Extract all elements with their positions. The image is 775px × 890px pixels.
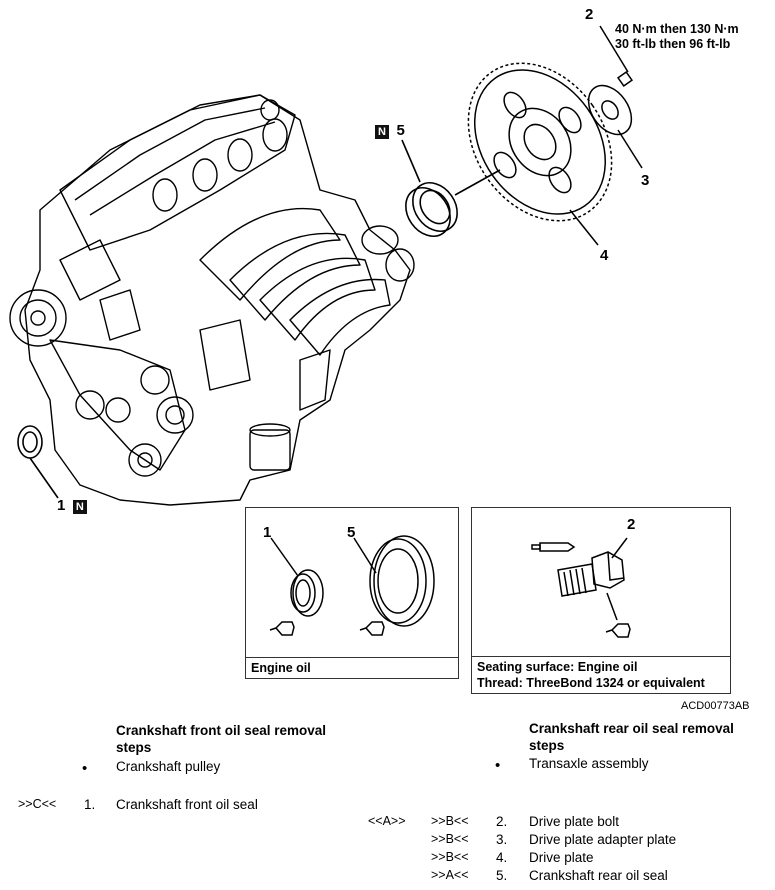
panel-left-label-1: 1 bbox=[263, 524, 272, 541]
rear-step-text: Drive plate adapter plate bbox=[529, 832, 677, 847]
seal-details bbox=[269, 535, 435, 636]
front-steps-title: Crankshaft front oil seal removal steps bbox=[116, 722, 326, 756]
rear-step-number: 2. bbox=[496, 814, 508, 829]
rear-step-text: Transaxle assembly bbox=[529, 756, 649, 771]
torque-imperial: 30 ft-lb then 96 ft-lb bbox=[615, 37, 731, 51]
detail-panel-bolt: 2 Seating surface: Engine oil Thread: Th… bbox=[471, 507, 731, 694]
rear-step-bullet: • bbox=[495, 757, 501, 774]
callout-4: 4 bbox=[600, 247, 609, 264]
front-step-text: Crankshaft pulley bbox=[116, 759, 221, 774]
rear-step-number: 5. bbox=[496, 868, 508, 883]
callout-5-group: N 5 bbox=[375, 122, 405, 140]
rear-steps-title-line1: Crankshaft rear oil seal removal bbox=[529, 721, 734, 736]
rear-step-ref-a: <<A>> bbox=[368, 814, 406, 828]
detail-panel-engine-oil: 1 5 Engine oil bbox=[245, 507, 459, 679]
rear-steps-title-line2: steps bbox=[529, 738, 565, 753]
caption-thread: Thread: ThreeBond 1324 or equivalent bbox=[477, 676, 705, 690]
callout-3: 3 bbox=[641, 172, 650, 189]
front-step-number: 1. bbox=[84, 797, 96, 812]
front-step-text: Crankshaft front oil seal bbox=[116, 797, 258, 812]
rear-step-ref-b: >>B<< bbox=[431, 832, 469, 846]
rear-step-ref-b: >>B<< bbox=[431, 814, 469, 828]
rear-step-number: 3. bbox=[496, 832, 508, 847]
new-part-badge: N bbox=[72, 500, 87, 514]
figure-code: ACD00773AB bbox=[681, 700, 750, 712]
rear-step-text: Drive plate bbox=[529, 850, 594, 865]
torque-spec: 40 N·m then 130 N·m 30 ft-lb then 96 ft-… bbox=[615, 22, 739, 52]
front-steps-title-line2: steps bbox=[116, 740, 152, 755]
caption-seating-surface: Seating surface: Engine oil bbox=[477, 660, 638, 674]
rear-step-text: Crankshaft rear oil seal bbox=[529, 868, 668, 883]
front-step-ref-a: >>C<< bbox=[18, 797, 57, 811]
panel-left-label-5: 5 bbox=[347, 524, 356, 541]
front-steps-title-line1: Crankshaft front oil seal removal bbox=[116, 723, 327, 738]
rear-step-ref-b: >>A<< bbox=[431, 868, 469, 882]
rear-step-number: 4. bbox=[496, 850, 508, 865]
callout-1: 1 bbox=[57, 497, 66, 514]
panel-right-caption: Seating surface: Engine oil Thread: Thre… bbox=[472, 656, 730, 693]
callout-5: 5 bbox=[396, 122, 405, 139]
callout-2: 2 bbox=[585, 6, 594, 23]
rear-step-ref-b: >>B<< bbox=[431, 850, 469, 864]
callout-1-group: 1 N bbox=[57, 497, 87, 515]
new-part-badge: N bbox=[375, 125, 389, 139]
rear-steps-title: Crankshaft rear oil seal removal steps bbox=[529, 720, 734, 754]
bolt-detail bbox=[531, 537, 631, 638]
panel-right-label-2: 2 bbox=[627, 516, 636, 533]
panel-left-caption: Engine oil bbox=[246, 657, 458, 678]
torque-metric: 40 N·m then 130 N·m bbox=[615, 22, 739, 36]
front-step-bullet: • bbox=[82, 760, 88, 777]
rear-step-text: Drive plate bolt bbox=[529, 814, 620, 829]
